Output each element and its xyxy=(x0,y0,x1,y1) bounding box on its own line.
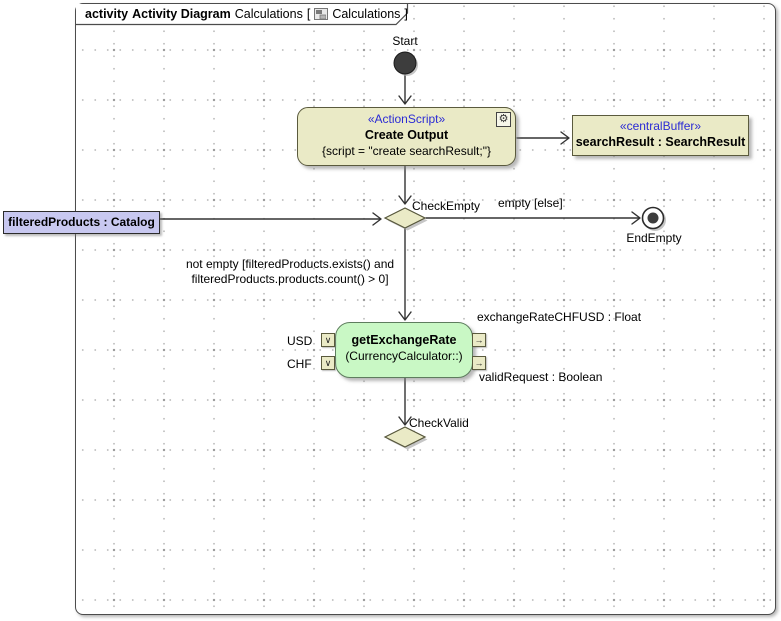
not-empty-guard-line2: filteredProducts.products.count() > 0] xyxy=(191,272,389,286)
edge-create-output-to-buffer[interactable] xyxy=(516,131,570,145)
edge-start-to-create-output[interactable] xyxy=(398,74,412,105)
get-exchange-rate-name: getExchangeRate xyxy=(351,333,457,347)
input-pin-chf[interactable]: ∨ xyxy=(321,356,335,370)
frame-name: Calculations xyxy=(234,7,303,21)
gear-icon: ⚙ xyxy=(496,112,511,127)
input-pin-usd[interactable]: ∨ xyxy=(321,333,335,347)
frame-title-border xyxy=(75,3,409,26)
buffer-stereotype: «centralBuffer» xyxy=(619,119,702,133)
frame-bracket-close: ] xyxy=(404,7,408,21)
frame-keyword: activity xyxy=(85,7,129,21)
chf-pin-label[interactable]: CHF xyxy=(287,357,312,371)
edge-check-empty-to-get-exchange-rate[interactable] xyxy=(398,227,412,321)
output-pin-valid-request[interactable]: → xyxy=(472,356,486,370)
create-output-script: {script = "create searchResult;"} xyxy=(322,144,491,158)
get-exchange-rate-qualifier: (CurrencyCalculator::) xyxy=(345,349,463,363)
frame-title: activity Activity Diagram Calculations [… xyxy=(85,6,408,22)
not-empty-guard-line1: not empty [filteredProducts.exists() and xyxy=(185,257,395,271)
action-create-output[interactable]: «ActionScript» Create Output {script = "… xyxy=(297,107,516,166)
start-node[interactable] xyxy=(393,51,417,75)
valid-request-pin-label[interactable]: validRequest : Boolean xyxy=(479,370,603,384)
usd-pin-label[interactable]: USD xyxy=(287,334,313,348)
frame-bracket-open: [ xyxy=(306,7,311,21)
exchange-rate-pin-label[interactable]: exchangeRateCHFUSD : Float xyxy=(477,310,642,324)
empty-guard-label[interactable]: empty [else] xyxy=(498,196,563,210)
create-output-name: Create Output xyxy=(364,128,449,142)
frame-diagram-type: Activity Diagram xyxy=(132,7,231,21)
edge-get-exchange-rate-to-check-valid[interactable] xyxy=(398,377,412,426)
check-valid-decision[interactable] xyxy=(383,426,427,448)
frame-ref-name: Calculations xyxy=(332,7,401,21)
end-empty-node-core xyxy=(647,212,659,224)
buffer-name: searchResult : SearchResult xyxy=(575,135,746,149)
action-get-exchange-rate[interactable]: getExchangeRate (CurrencyCalculator::) xyxy=(335,322,473,378)
activity-diagram-icon xyxy=(314,8,329,20)
edge-check-empty-to-end-empty[interactable] xyxy=(425,211,641,225)
diagram-frame xyxy=(75,3,776,615)
create-output-stereotype: «ActionScript» xyxy=(367,112,446,126)
activity-parameter-filtered-products[interactable]: filteredProducts : Catalog xyxy=(3,211,160,234)
edge-create-output-to-check-empty[interactable] xyxy=(398,165,412,205)
not-empty-guard-label[interactable]: not empty [filteredProducts.exists() and… xyxy=(170,257,410,287)
start-label[interactable]: Start xyxy=(392,34,418,48)
check-empty-decision[interactable] xyxy=(383,207,427,229)
edge-filtered-products-to-check-empty[interactable] xyxy=(159,212,382,226)
output-pin-exchange-rate[interactable]: → xyxy=(472,333,486,347)
end-empty-label[interactable]: EndEmpty xyxy=(626,231,682,245)
central-buffer-search-result[interactable]: «centralBuffer» searchResult : SearchRes… xyxy=(572,115,749,156)
check-empty-label[interactable]: CheckEmpty xyxy=(412,199,481,213)
check-valid-label[interactable]: CheckValid xyxy=(409,416,469,430)
